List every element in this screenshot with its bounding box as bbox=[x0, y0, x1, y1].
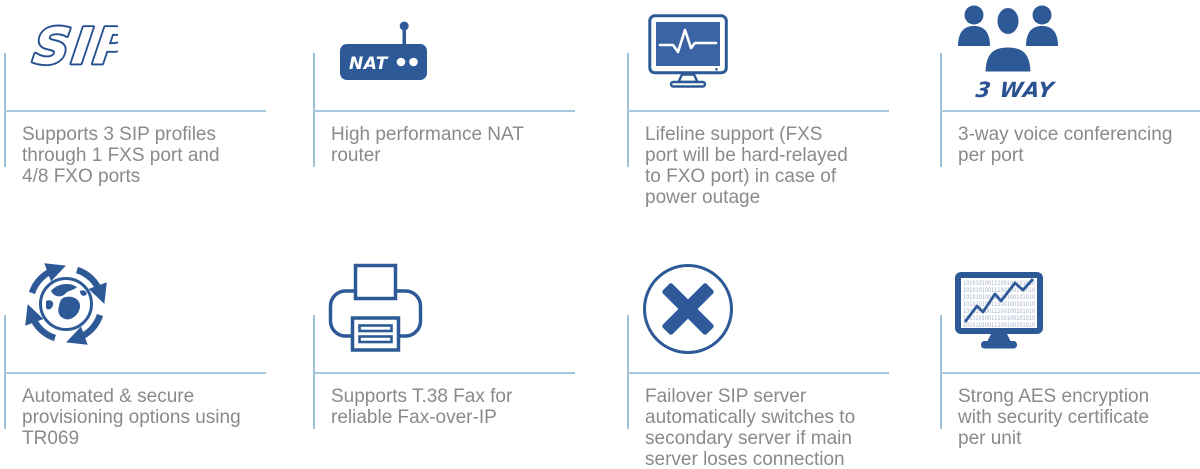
fax-printer-icon bbox=[328, 263, 423, 352]
binary-row: 10101010011100100101010 bbox=[963, 321, 1035, 329]
divider-horizontal bbox=[627, 372, 889, 374]
feature-card-nat: NAT High performance NAT router bbox=[313, 0, 613, 234]
globe-sync-icon bbox=[25, 263, 107, 345]
feature-card-3way: 3 WAY 3-way voice conferencing per port bbox=[940, 0, 1200, 234]
sip-logo-text: SIP bbox=[30, 17, 118, 76]
feature-card-failover: Failover SIP server automatically switch… bbox=[627, 262, 927, 469]
pulse-monitor-icon bbox=[648, 14, 728, 88]
sip-logo-icon: SIP bbox=[28, 16, 118, 76]
feature-description: Automated & secure provisioning options … bbox=[22, 386, 241, 449]
binary-monitor-icon: 10101010011100100101010 1010101001110010… bbox=[955, 272, 1043, 349]
nat-router-icon: NAT bbox=[340, 21, 427, 80]
feature-description: Supports T.38 Fax for reliable Fax-over-… bbox=[331, 386, 513, 428]
divider-horizontal bbox=[313, 110, 575, 112]
feature-description: Lifeline support (FXS port will be hard-… bbox=[645, 124, 848, 208]
feature-description: High performance NAT router bbox=[331, 124, 524, 166]
divider-horizontal bbox=[627, 110, 889, 112]
feature-card-sip: SIP Supports 3 SIP profiles through 1 FX… bbox=[4, 0, 304, 234]
feature-description: Supports 3 SIP profiles through 1 FXS po… bbox=[22, 124, 220, 187]
feature-description: Failover SIP server automatically switch… bbox=[645, 386, 856, 469]
divider-horizontal bbox=[313, 372, 575, 374]
divider-horizontal bbox=[940, 372, 1200, 374]
divider-horizontal bbox=[4, 110, 266, 112]
binary-row: 10101010011100100101010 bbox=[963, 300, 1035, 308]
nat-label: NAT bbox=[349, 54, 389, 74]
feature-card-fax: Supports T.38 Fax for reliable Fax-over-… bbox=[313, 262, 613, 469]
feature-card-encryption: 10101010011100100101010 1010101001110010… bbox=[940, 262, 1200, 469]
feature-description: 3-way voice conferencing per port bbox=[958, 124, 1173, 166]
feature-description: Strong AES encryption with security cert… bbox=[958, 386, 1150, 449]
feature-card-provisioning: Automated & secure provisioning options … bbox=[4, 262, 304, 469]
binary-row: 10101010011100100101010 bbox=[963, 307, 1035, 315]
binary-row: 10101010011100100101010 bbox=[963, 279, 1035, 287]
people-group-icon: 3 WAY bbox=[958, 3, 1058, 100]
divider-horizontal bbox=[4, 372, 266, 374]
three-way-label: 3 WAY bbox=[974, 77, 1058, 100]
cross-circle-icon bbox=[643, 264, 733, 354]
divider-horizontal bbox=[940, 110, 1200, 112]
feature-card-lifeline: Lifeline support (FXS port will be hard-… bbox=[627, 0, 927, 234]
binary-row: 10101010011100100101010 bbox=[963, 286, 1035, 294]
binary-row: 10101010011100100101010 bbox=[963, 314, 1035, 322]
